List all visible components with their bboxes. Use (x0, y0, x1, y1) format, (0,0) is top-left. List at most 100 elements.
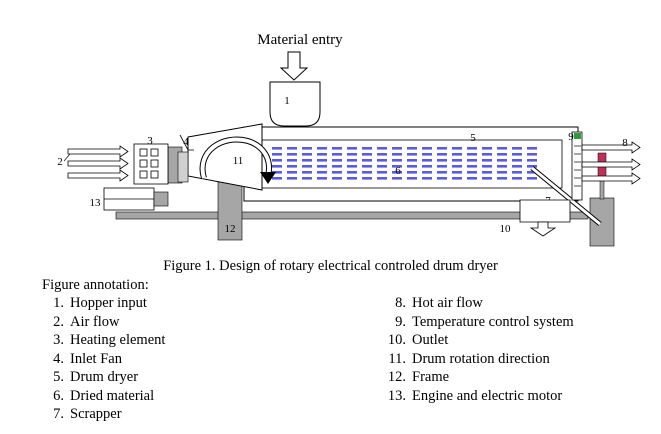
callout-9: 9 (568, 131, 574, 143)
callout-2: 2 (57, 156, 63, 168)
callout-8: 8 (622, 137, 628, 149)
material-dash (497, 153, 507, 156)
material-dash (362, 177, 372, 180)
material-dash (302, 171, 312, 174)
material-dash (347, 153, 357, 156)
annotation-text: Drum rotation direction (412, 350, 550, 367)
material-dash (512, 153, 522, 156)
callout-6: 6 (395, 165, 401, 177)
material-dash (302, 177, 312, 180)
material-dash (422, 165, 432, 168)
frame-leg-left (217, 181, 243, 241)
hopper (269, 81, 321, 127)
material-dash (362, 153, 372, 156)
annotation-item: 11. Drum rotation direction (372, 350, 574, 369)
material-dash (272, 159, 282, 162)
material-dash (392, 171, 402, 174)
annotation-item: 5. Drum dryer (46, 368, 165, 387)
motor-shaft (153, 191, 169, 207)
annotation-number: 5. (53, 369, 64, 385)
material-dash (422, 177, 432, 180)
material-dash (437, 153, 447, 156)
inlet-cone (187, 123, 263, 191)
callout-5: 5 (470, 132, 476, 144)
material-dash (287, 171, 297, 174)
material-dash (272, 177, 282, 180)
material-dash (467, 165, 477, 168)
material-dash (422, 171, 432, 174)
callout-4: 4 (183, 136, 189, 148)
material-dash (527, 171, 537, 174)
material-dash (422, 153, 432, 156)
fan-blades-b (177, 151, 189, 183)
annotation-item: 12.Frame (372, 368, 574, 387)
material-dash (527, 177, 537, 180)
annotation-number: 11. (388, 350, 406, 367)
material-dash (392, 159, 402, 162)
material-dash (437, 159, 447, 162)
material-dash (452, 165, 462, 168)
material-dash (287, 153, 297, 156)
material-dash (407, 165, 417, 168)
callout-13: 13 (90, 197, 102, 209)
sensor-green (574, 133, 581, 139)
material-dash (512, 177, 522, 180)
annotation-item: 1.Hopper input (46, 294, 165, 313)
material-dash (482, 153, 492, 156)
material-dash (452, 159, 462, 162)
fan-shaft (179, 134, 194, 151)
material-dash (362, 147, 372, 150)
material-dash (287, 159, 297, 162)
annotation-text: Dried material (70, 387, 155, 404)
material-dash (317, 147, 327, 150)
annotation-text: Hot air flow (412, 295, 483, 311)
air-flow-arrows (67, 145, 129, 182)
material-dash (287, 177, 297, 180)
material-dash (497, 147, 507, 150)
annotation-number: 9. (395, 313, 406, 330)
annotation-number: 3. (53, 332, 64, 348)
annotation-item: 10.Outlet (372, 331, 574, 350)
material-dash (497, 171, 507, 174)
annotation-text: Hopper input (70, 295, 147, 311)
material-dash (317, 165, 327, 168)
material-dash (467, 147, 477, 150)
material-dash (317, 177, 327, 180)
callout-10: 10 (500, 223, 512, 235)
material-dash (377, 159, 387, 162)
outlet-arrow (529, 221, 557, 237)
material-dash (287, 147, 297, 150)
material-dash (377, 177, 387, 180)
material-dash (332, 153, 342, 156)
material-dash (392, 165, 402, 168)
annotation-item: 3.Heating element (46, 331, 165, 350)
material-dash (407, 153, 417, 156)
material-dash (302, 153, 312, 156)
material-dash (437, 171, 447, 174)
material-dash (497, 177, 507, 180)
material-dash (452, 171, 462, 174)
material-dash (377, 165, 387, 168)
material-dash (332, 147, 342, 150)
annotation-text: Inlet Fan (70, 350, 122, 367)
material-dash (332, 177, 342, 180)
material-dash (272, 153, 282, 156)
material-dash (512, 159, 522, 162)
material-dash (527, 153, 537, 156)
material-dash (347, 171, 357, 174)
material-dash (287, 165, 297, 168)
material-dash (467, 177, 477, 180)
material-dash (302, 147, 312, 150)
annotation-text: Drum dryer (70, 369, 139, 385)
callout-3: 3 (147, 135, 153, 147)
annotation-text: Temperature control system (412, 313, 574, 330)
material-dash (422, 147, 432, 150)
annotation-number: 2. (53, 313, 64, 330)
material-dash (332, 159, 342, 162)
material-dash (362, 171, 372, 174)
annotation-item: 7.Scrapper (46, 405, 165, 424)
material-dash (362, 159, 372, 162)
material-dash (452, 147, 462, 150)
material-dash (497, 159, 507, 162)
